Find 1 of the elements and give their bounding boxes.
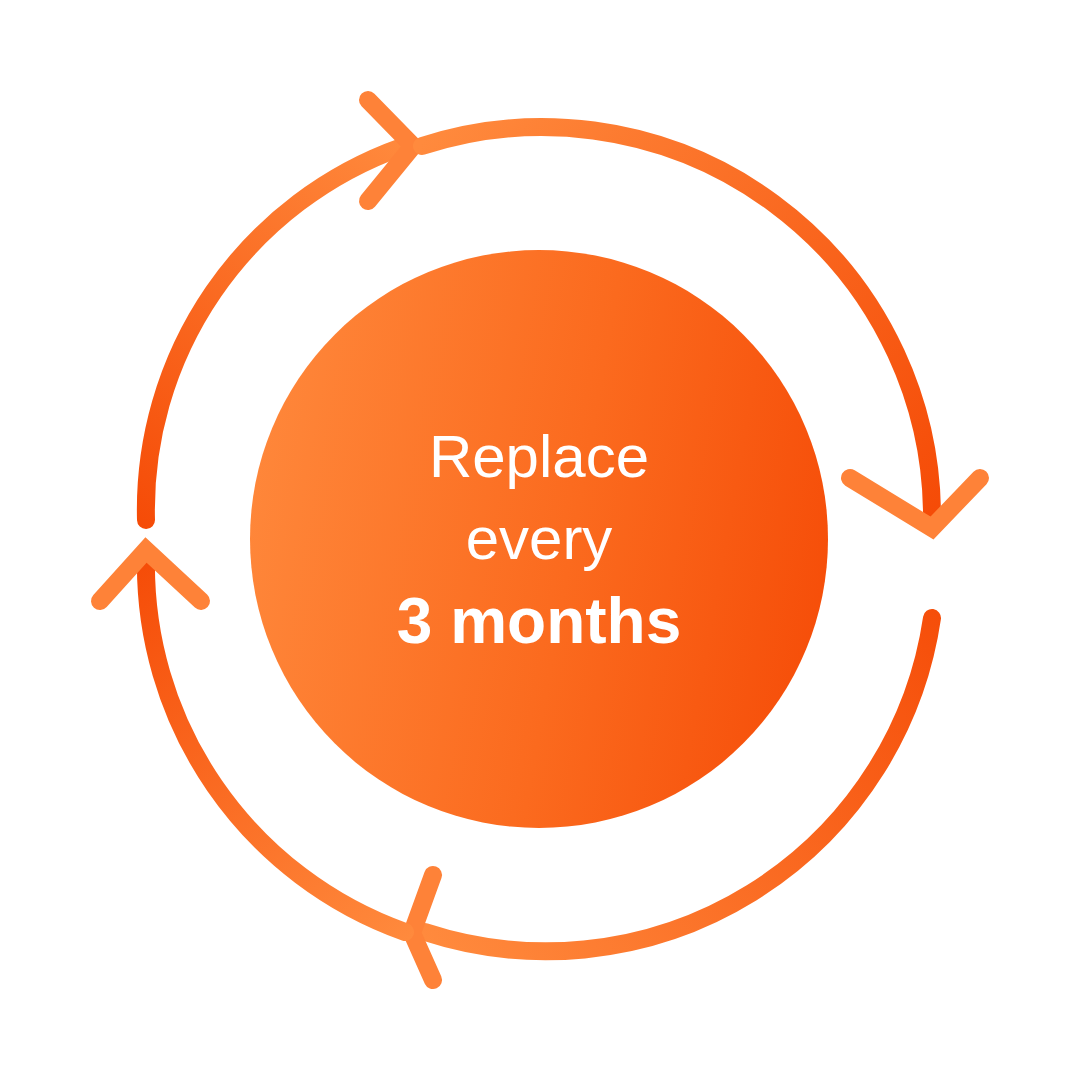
circle-label: Replace every 3 months (395, 422, 683, 659)
